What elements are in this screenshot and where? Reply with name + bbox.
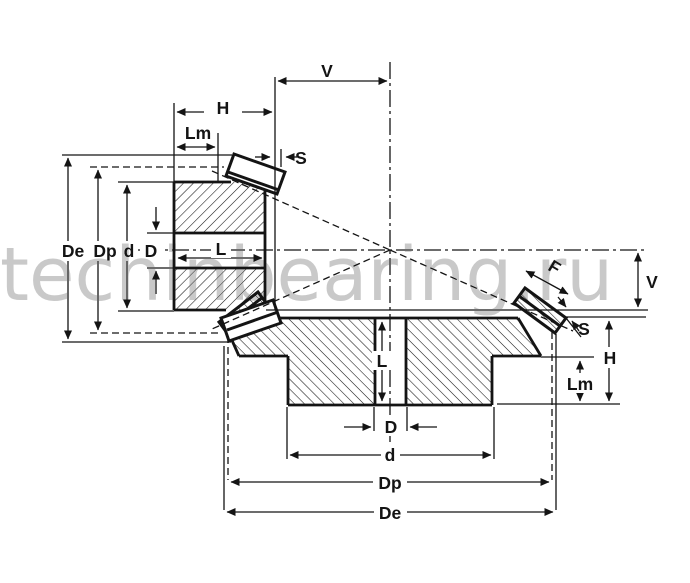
label-d-bore-left-group: D <box>140 241 161 261</box>
pinion-top-tooth <box>224 152 287 196</box>
pitch-cone-lines <box>211 170 574 332</box>
label-dp-bottom: Dp <box>378 473 401 493</box>
label-lm-top: Lm <box>185 123 211 143</box>
label-d-bore-bottom: D <box>385 417 398 437</box>
label-dp-left: Dp <box>93 241 116 261</box>
label-l-pinion: L <box>216 239 227 259</box>
label-v-right: V <box>646 272 658 292</box>
label-de-bottom: De <box>379 503 402 523</box>
extension-lines <box>62 77 648 510</box>
label-d-bore-bottom-group: D <box>380 417 402 437</box>
label-s-right: S <box>578 319 590 339</box>
dimension-labels: V H Lm S De Dp d D L F V S <box>56 61 658 523</box>
label-dp-bottom-group: Dp <box>373 473 407 493</box>
label-s-top: S <box>295 148 307 168</box>
label-lm-right: Lm <box>567 374 593 394</box>
label-d-bore-left: D <box>145 241 158 261</box>
label-d-left: d <box>124 241 135 261</box>
label-h-right: H <box>604 348 617 368</box>
label-de-left-group: De <box>56 241 89 261</box>
label-d-left-group: d <box>120 241 138 261</box>
dim-s-right-arrow1 <box>557 296 567 308</box>
label-d-bottom: d <box>385 445 396 465</box>
label-de-bottom-group: De <box>374 503 407 523</box>
dim-s-right-arrow2 <box>571 320 581 332</box>
label-de-left: De <box>62 241 85 261</box>
label-f: F <box>545 256 565 279</box>
pinion-profile <box>172 180 267 312</box>
centerlines <box>88 62 648 442</box>
label-h-right-group: H <box>598 347 621 368</box>
label-h-top-group: H <box>204 97 242 118</box>
label-h-top: H <box>217 98 230 118</box>
label-dp-left-group: Dp <box>89 241 121 261</box>
label-v-top: V <box>321 61 333 81</box>
label-d-bottom-group: d <box>381 445 400 465</box>
label-lm-right-group: Lm <box>561 373 600 394</box>
label-l-gear-group: L <box>372 351 392 371</box>
label-l-gear: L <box>377 351 388 371</box>
dim-f <box>525 270 569 295</box>
label-l-pinion-group: L <box>211 239 231 259</box>
